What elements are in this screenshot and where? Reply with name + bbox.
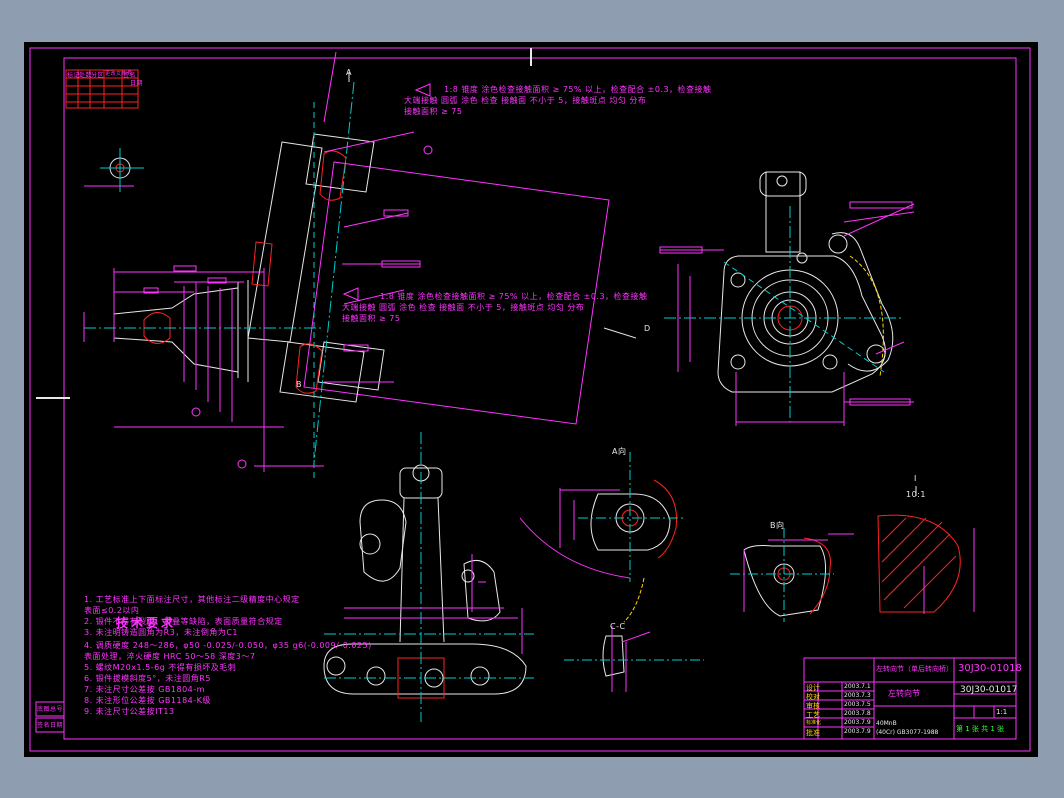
tb-row-label: 审核 <box>806 702 820 710</box>
label-view-b: B <box>296 380 302 389</box>
tb-row-label: 设计 <box>806 684 820 692</box>
tb-date: 2003.7.3 <box>844 692 871 699</box>
label-detail-b: B向 <box>770 521 785 530</box>
tech-req-title: 技术要求 <box>116 616 177 630</box>
revision-label: 标记 <box>67 72 81 79</box>
tb-date: 2003.7.9 <box>844 728 871 735</box>
tb-date: 2003.7.5 <box>844 701 871 708</box>
cad-drawing-canvas <box>29 47 1031 752</box>
tech-req-item: 表面处理，淬火硬度 HRC 50～58 深度3～7 <box>84 652 256 661</box>
tech-req-item: 1. 工艺标准上下面标注尺寸，其他标注二级精度中心规定 <box>84 595 300 604</box>
note-mid-1: 1:8 锥度 涂色检查接触面积 ≥ 75% 以上，检查配合 ±0.3，检查接触 <box>380 292 648 301</box>
revision-label: 处数 <box>79 72 93 79</box>
tb-row-label: 工艺 <box>806 711 820 719</box>
label-view-d: D <box>644 324 651 333</box>
left-margin-boxes <box>35 701 65 733</box>
revision-label: 日期 <box>130 80 144 87</box>
end-view-top-right <box>659 171 915 426</box>
tech-req-item: 5. 螺纹M20x1.5-6g 不得有损坏及毛刺 <box>84 663 237 672</box>
detail-small-top-left <box>84 148 144 192</box>
tech-req-item: 4. 调质硬度 248～286，φ50 -0.025/-0.050，φ35 g6… <box>84 641 372 650</box>
detail-c-c <box>564 626 704 692</box>
tb-part-name: 左转向节 <box>888 689 920 698</box>
note-mid-2: 大端接触 圆弧 涂色 检查 接触面 不小于 5，接触斑点 均匀 分布 <box>342 303 585 312</box>
tb-drawing-number: 30J30-01018 <box>958 663 1022 674</box>
label-detail-a: A向 <box>612 447 627 456</box>
note-mid-3: 接触面积 ≥ 75 <box>342 314 401 323</box>
tb-date: 2003.7.1 <box>844 683 871 690</box>
tech-req-item: 7. 未注尺寸公差按 GB1804-m <box>84 685 205 694</box>
tb-row-label: 校对 <box>806 693 820 701</box>
tech-req-item: 6. 锻件拔模斜度5°，未注圆角R5 <box>84 674 211 683</box>
tb-sheet: 第 1 张 共 1 张 <box>956 725 1005 733</box>
tb-date: 2003.7.9 <box>844 719 871 726</box>
tb-date: 2003.7.8 <box>844 710 871 717</box>
cad-viewport[interactable]: A B D C-C I 10:1 A向 B向 1:8 锥度 涂色检查接触面积 ≥… <box>24 42 1038 757</box>
main-side-view <box>83 51 637 482</box>
revision-label: 分区 <box>91 72 105 79</box>
detail-b <box>730 528 854 622</box>
tb-drawing-name: 左转向节（单后转向桥） <box>876 665 953 673</box>
tech-req-item: 9. 未注尺寸公差按IT13 <box>84 707 175 716</box>
revision-label: 更改文件号 <box>105 71 133 77</box>
label-c-c: C-C <box>610 622 626 631</box>
left-margin-item2: 签名日期 <box>37 722 64 729</box>
label-scale-i: 10:1 <box>906 490 926 499</box>
tech-req-item: 2. 锻件不得有裂纹、折叠等缺陷，表面质量符合规定 <box>84 617 283 626</box>
label-detail-i: I <box>914 474 917 483</box>
tech-req-item: 3. 未注明铸造圆角为R3，未注倒角为C1 <box>84 628 238 637</box>
tech-req-item: 表面≤0.2以内 <box>84 606 140 615</box>
detail-a <box>519 452 684 623</box>
bottom-front-view <box>323 432 534 722</box>
tb-drawing-number-2: 30J30-01017 <box>960 685 1018 695</box>
tb-row-label: 标准化 <box>806 720 822 726</box>
tb-standard: (40Cr) GB3077-1988 <box>876 729 939 736</box>
left-margin-item1: 底图总号 <box>37 706 64 713</box>
revision-table <box>65 69 139 109</box>
tb-scale: 1:1 <box>996 708 1008 716</box>
tb-row-label: 批准 <box>806 729 820 737</box>
detail-i <box>877 486 975 614</box>
tb-material: 40MnB <box>876 720 897 727</box>
note-top-1: 1:8 锥度 涂色检查接触面积 ≥ 75% 以上，检查配合 ±0.3，检查接触 <box>444 85 712 94</box>
note-top-2: 大端接触 圆弧 涂色 检查 接触面 不小于 5，接触斑点 均匀 分布 <box>404 96 647 105</box>
note-top-3: 接触面积 ≥ 75 <box>404 107 463 116</box>
title-block <box>803 657 1017 740</box>
revision-label: 签名 <box>123 72 137 79</box>
tech-req-item: 8. 未注形位公差按 GB1184-K级 <box>84 696 211 705</box>
label-view-a: A <box>346 68 352 77</box>
